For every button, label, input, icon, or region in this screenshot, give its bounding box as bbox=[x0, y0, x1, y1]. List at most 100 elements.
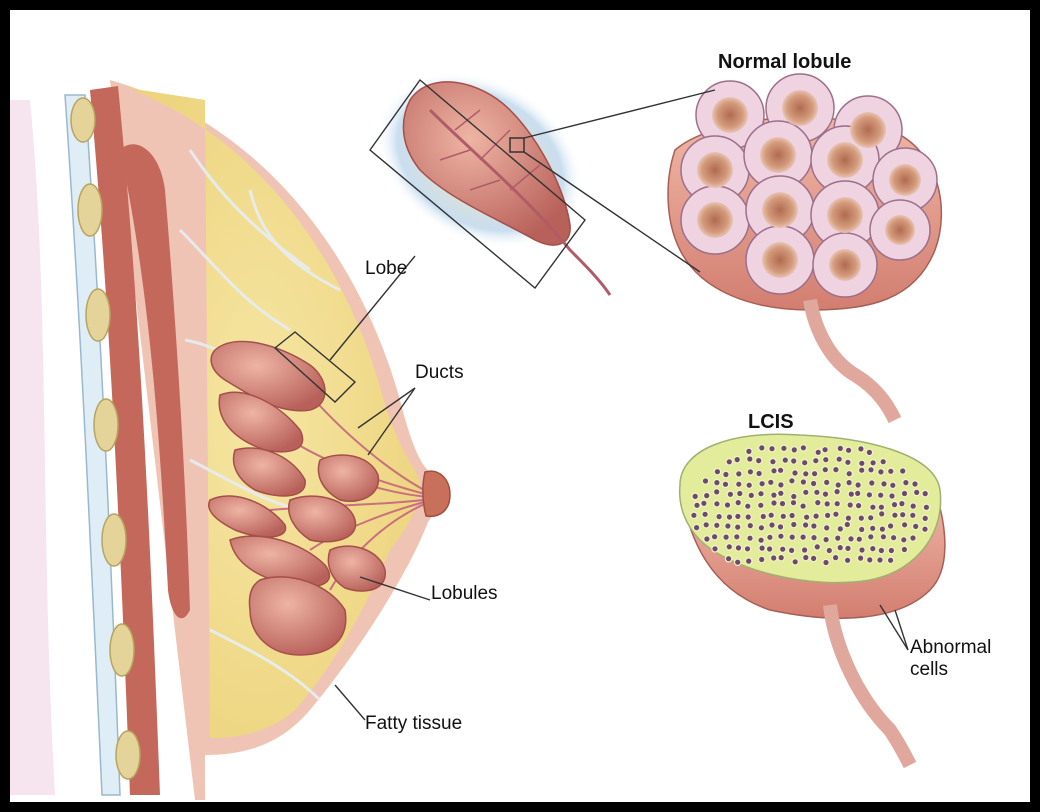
abnormal-cell bbox=[823, 559, 829, 565]
abnormal-cell bbox=[803, 514, 809, 520]
abnormal-cell bbox=[835, 482, 841, 488]
abnormal-cell bbox=[760, 513, 766, 519]
abnormal-cell bbox=[815, 449, 821, 455]
abnormal-cell bbox=[815, 499, 821, 505]
abnormal-cell bbox=[803, 489, 809, 495]
abnormal-cell bbox=[887, 557, 893, 563]
abnormal-cell bbox=[903, 479, 909, 485]
breast-cross-section bbox=[10, 80, 450, 800]
abnormal-cell bbox=[914, 489, 920, 495]
abnormal-cell bbox=[768, 479, 774, 485]
abnormal-cell bbox=[859, 460, 865, 466]
abnormal-cell bbox=[758, 537, 764, 543]
abnormal-cell bbox=[745, 514, 751, 520]
abnormal-cell bbox=[888, 547, 894, 553]
abnormal-cell bbox=[777, 467, 783, 473]
label-abnormal-cells-line1: Abnormal bbox=[910, 637, 991, 658]
abnormal-cell bbox=[778, 533, 784, 539]
abnormal-cell bbox=[769, 446, 775, 452]
abnormal-cell bbox=[922, 490, 928, 496]
abnormal-cell bbox=[747, 469, 753, 475]
abnormal-cell bbox=[726, 514, 732, 520]
abnormal-cell bbox=[781, 445, 787, 451]
abnormal-cell bbox=[723, 534, 729, 540]
nipple bbox=[423, 471, 450, 516]
abnormal-cell bbox=[734, 456, 740, 462]
abnormal-cell bbox=[704, 492, 710, 498]
abnormal-cell bbox=[790, 500, 796, 506]
abnormal-cell bbox=[834, 488, 840, 494]
abnormal-cell bbox=[877, 557, 883, 563]
abnormal-cell bbox=[845, 545, 851, 551]
abnormal-cell bbox=[890, 535, 896, 541]
abnormal-cell bbox=[778, 490, 784, 496]
abnormal-cell bbox=[771, 468, 777, 474]
abnormal-cell bbox=[800, 503, 806, 509]
abnormal-cell bbox=[791, 458, 797, 464]
abnormal-cell bbox=[714, 479, 720, 485]
abnormal-cell bbox=[878, 469, 884, 475]
abnormal-cell bbox=[870, 460, 876, 466]
abnormal-cell bbox=[811, 523, 817, 529]
abnormal-cell bbox=[701, 500, 707, 506]
abnormal-cell bbox=[737, 490, 743, 496]
abnormal-cell bbox=[824, 479, 830, 485]
abnormal-cell bbox=[835, 535, 841, 541]
abnormal-cell bbox=[758, 502, 764, 508]
abnormal-cell bbox=[880, 459, 886, 465]
abnormal-cell bbox=[901, 490, 907, 496]
abnormal-cell bbox=[724, 502, 730, 508]
abnormal-cell bbox=[846, 471, 852, 477]
abnormal-cell bbox=[891, 501, 897, 507]
abnormal-cell bbox=[759, 445, 765, 451]
chest-wall-tissue bbox=[10, 100, 55, 795]
abnormal-cell bbox=[900, 512, 906, 518]
abnormal-cell bbox=[832, 554, 838, 560]
abnormal-cell bbox=[714, 469, 720, 475]
abnormal-cell bbox=[888, 468, 894, 474]
abnormal-cell bbox=[848, 491, 854, 497]
abnormal-cell bbox=[694, 502, 700, 508]
abnormal-cell bbox=[824, 512, 830, 518]
abnormal-cell bbox=[703, 522, 709, 528]
abnormal-cell bbox=[870, 545, 876, 551]
abnormal-cell bbox=[759, 556, 765, 562]
abnormal-cell bbox=[858, 446, 864, 452]
abnormal-cell bbox=[800, 445, 806, 451]
abnormal-cell bbox=[892, 512, 898, 518]
abnormal-cell bbox=[771, 500, 777, 506]
abnormal-cell bbox=[802, 460, 808, 466]
abnormal-cell bbox=[779, 500, 785, 506]
abnormal-cell bbox=[789, 478, 795, 484]
abnormal-cell bbox=[758, 491, 764, 497]
abnormal-cell bbox=[810, 555, 816, 561]
abnormal-cell bbox=[869, 480, 875, 486]
abnormal-cell bbox=[855, 482, 861, 488]
abnormal-cell bbox=[747, 535, 753, 541]
abnormal-cell bbox=[735, 559, 741, 565]
abnormal-cell bbox=[834, 501, 840, 507]
abnormal-cell bbox=[791, 521, 797, 527]
abnormal-cell bbox=[859, 467, 865, 473]
abnormal-cell bbox=[734, 534, 740, 540]
abnormal-cell bbox=[867, 557, 873, 563]
abnormal-cell bbox=[803, 554, 809, 560]
abnormal-cell bbox=[837, 544, 843, 550]
abnormal-cell bbox=[714, 522, 720, 528]
abnormal-cell bbox=[712, 546, 718, 552]
abnormal-cell bbox=[768, 512, 774, 518]
abnormal-cell bbox=[702, 478, 708, 484]
abnormal-cell bbox=[778, 554, 784, 560]
abnormal-cell bbox=[693, 524, 699, 530]
abnormal-cell bbox=[845, 459, 851, 465]
abnormal-cell bbox=[848, 536, 854, 542]
abnormal-cell bbox=[756, 457, 762, 463]
abnormal-cell bbox=[823, 536, 829, 542]
abnormal-cell bbox=[826, 547, 832, 553]
abnormal-cell bbox=[878, 492, 884, 498]
abnormal-cell bbox=[782, 457, 788, 463]
abnormal-cell bbox=[878, 547, 884, 553]
abnormal-cell bbox=[780, 513, 786, 519]
abnormal-cell bbox=[837, 526, 843, 532]
abnormal-cell bbox=[857, 555, 863, 561]
